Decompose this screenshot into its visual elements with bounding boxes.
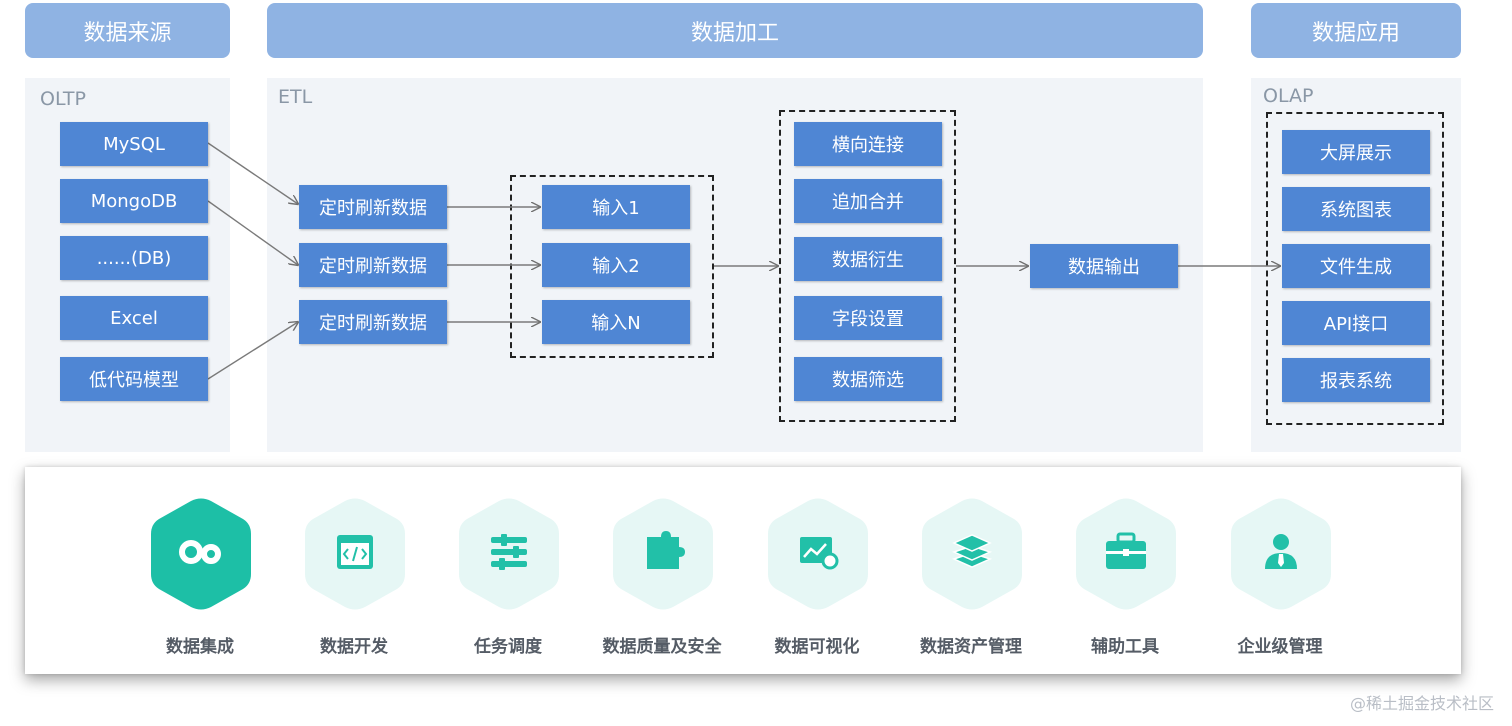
op-data-filter: 数据筛选 [794,357,942,401]
header-data-processing: 数据加工 [267,3,1203,58]
feature-label: 数据可视化 [774,637,860,657]
source-mongodb: MongoDB [60,179,208,223]
op-append-merge: 追加合并 [794,179,942,223]
op-field-settings: 字段设置 [794,296,942,340]
source-mysql: MySQL [60,122,208,166]
refresh-box-1: 定时刷新数据 [299,185,447,229]
input-n: 输入N [542,300,690,344]
oltp-label: OLTP [40,88,86,110]
app-file-generation: 文件生成 [1282,244,1430,288]
feature-enterprise-management[interactable]: 企业级管理 [1205,497,1355,672]
flow-arrows [207,142,1512,380]
app-system-charts: 系统图表 [1282,187,1430,231]
app-big-screen: 大屏展示 [1282,130,1430,174]
data-output: 数据输出 [1030,244,1178,288]
feature-label: 数据质量及安全 [602,637,722,657]
feature-label: 数据开发 [320,637,388,657]
header-data-application: 数据应用 [1251,3,1461,58]
header-data-source: 数据来源 [25,3,230,58]
app-report-system: 报表系统 [1282,358,1430,402]
feature-data-quality-security[interactable]: 数据质量及安全 [587,497,737,672]
feature-label: 数据资产管理 [920,637,1022,657]
feature-task-scheduling[interactable]: 任务调度 [433,497,583,672]
feature-label: 辅助工具 [1091,637,1159,657]
operations-group [779,110,956,422]
refresh-box-2: 定时刷新数据 [299,243,447,287]
watermark: @稀土掘金技术社区 [1349,694,1494,713]
layers-icon [951,534,993,568]
app-api: API接口 [1282,301,1430,345]
feature-data-development[interactable]: 数据开发 [279,497,429,672]
input-1: 输入1 [542,185,690,229]
chart-monitor-icon [800,537,839,570]
inputs-group [510,175,714,358]
user-tie-icon [1265,534,1297,569]
feature-label: 企业级管理 [1237,637,1323,657]
feature-label: 任务调度 [474,637,542,657]
source-other-db: ......(DB) [60,236,208,280]
etl-label: ETL [278,86,313,108]
feature-auxiliary-tools[interactable]: 辅助工具 [1050,497,1200,672]
feature-data-integration[interactable]: 数据集成 [125,497,275,672]
refresh-box-3: 定时刷新数据 [299,300,447,344]
infinity-icon [179,540,221,564]
feature-strip: 数据集成 数据开发 [25,467,1461,674]
feature-data-visualization[interactable]: 数据可视化 [742,497,892,672]
applications-group [1266,112,1444,425]
feature-label: 数据集成 [166,637,234,657]
toolbox-icon [1106,532,1146,569]
puzzle-icon [647,531,685,569]
source-excel: Excel [60,296,208,340]
source-low-code-model: 低代码模型 [60,357,208,401]
op-data-derive: 数据衍生 [794,237,942,281]
feature-data-asset-management[interactable]: 数据资产管理 [896,497,1046,672]
code-window-icon [337,535,373,569]
sliders-icon [491,534,527,570]
op-horizontal-join: 横向连接 [794,122,942,166]
input-2: 输入2 [542,243,690,287]
olap-label: OLAP [1263,85,1314,107]
